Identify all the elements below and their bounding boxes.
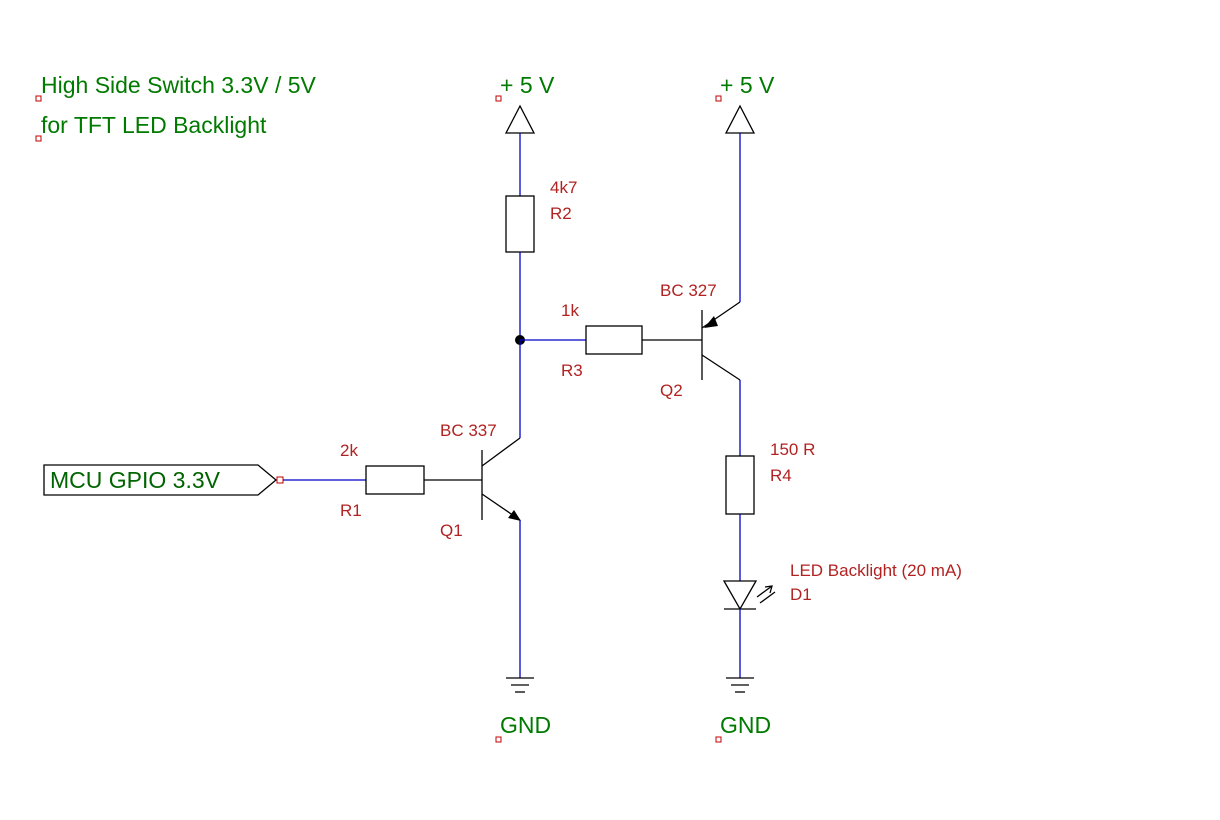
r1-ref: R1 — [340, 501, 362, 520]
led-d1 — [722, 580, 758, 611]
gnd1-anchor — [495, 736, 502, 743]
q2-part: BC 327 — [660, 281, 717, 300]
led-light-arrow-1-head — [764, 585, 773, 594]
gnd2-anchor — [715, 736, 722, 743]
r3-value: 1k — [561, 301, 579, 320]
title-anchor-2 — [35, 135, 42, 142]
title-line-2: for TFT LED Backlight — [41, 112, 267, 138]
r3-ref: R3 — [561, 361, 583, 380]
title-line-1: High Side Switch 3.3V / 5V — [41, 72, 317, 98]
vcc2-anchor — [715, 95, 722, 102]
resistor-r4 — [725, 455, 755, 515]
vcc1-anchor — [495, 95, 502, 102]
r2-ref: R2 — [550, 204, 572, 223]
d1-part: LED Backlight (20 mA) — [790, 561, 962, 580]
q1-ref: Q1 — [440, 521, 463, 540]
title-anchor-1 — [35, 95, 42, 102]
resistor-r3 — [585, 325, 643, 355]
vcc2-label: + 5 V — [720, 72, 775, 98]
q1-emitter-arrow — [508, 510, 521, 521]
resistor-r2 — [505, 195, 535, 253]
gnd2-label: GND — [720, 712, 771, 738]
input-port-label: MCU GPIO 3.3V — [50, 467, 221, 493]
led-light-arrow-2 — [759, 591, 776, 604]
r1-value: 2k — [340, 441, 358, 460]
q1-part: BC 337 — [440, 421, 497, 440]
q2-ref: Q2 — [660, 381, 683, 400]
led-light-arrow-1 — [756, 585, 773, 598]
q2-emitter-arrow — [704, 316, 718, 328]
q2-collector — [701, 354, 741, 381]
r4-ref: R4 — [770, 466, 792, 485]
gnd1-label: GND — [500, 712, 551, 738]
input-port-pin — [276, 476, 284, 484]
r2-value: 4k7 — [550, 178, 577, 197]
vcc1-label: + 5 V — [500, 72, 555, 98]
resistor-r1 — [365, 465, 425, 495]
d1-ref: D1 — [790, 585, 812, 604]
q1-collector — [481, 437, 521, 467]
vcc2-symbol — [724, 104, 756, 134]
vcc1-symbol — [504, 104, 536, 134]
r4-value: 150 R — [770, 440, 815, 459]
input-port-mcu-gpio — [43, 464, 278, 496]
